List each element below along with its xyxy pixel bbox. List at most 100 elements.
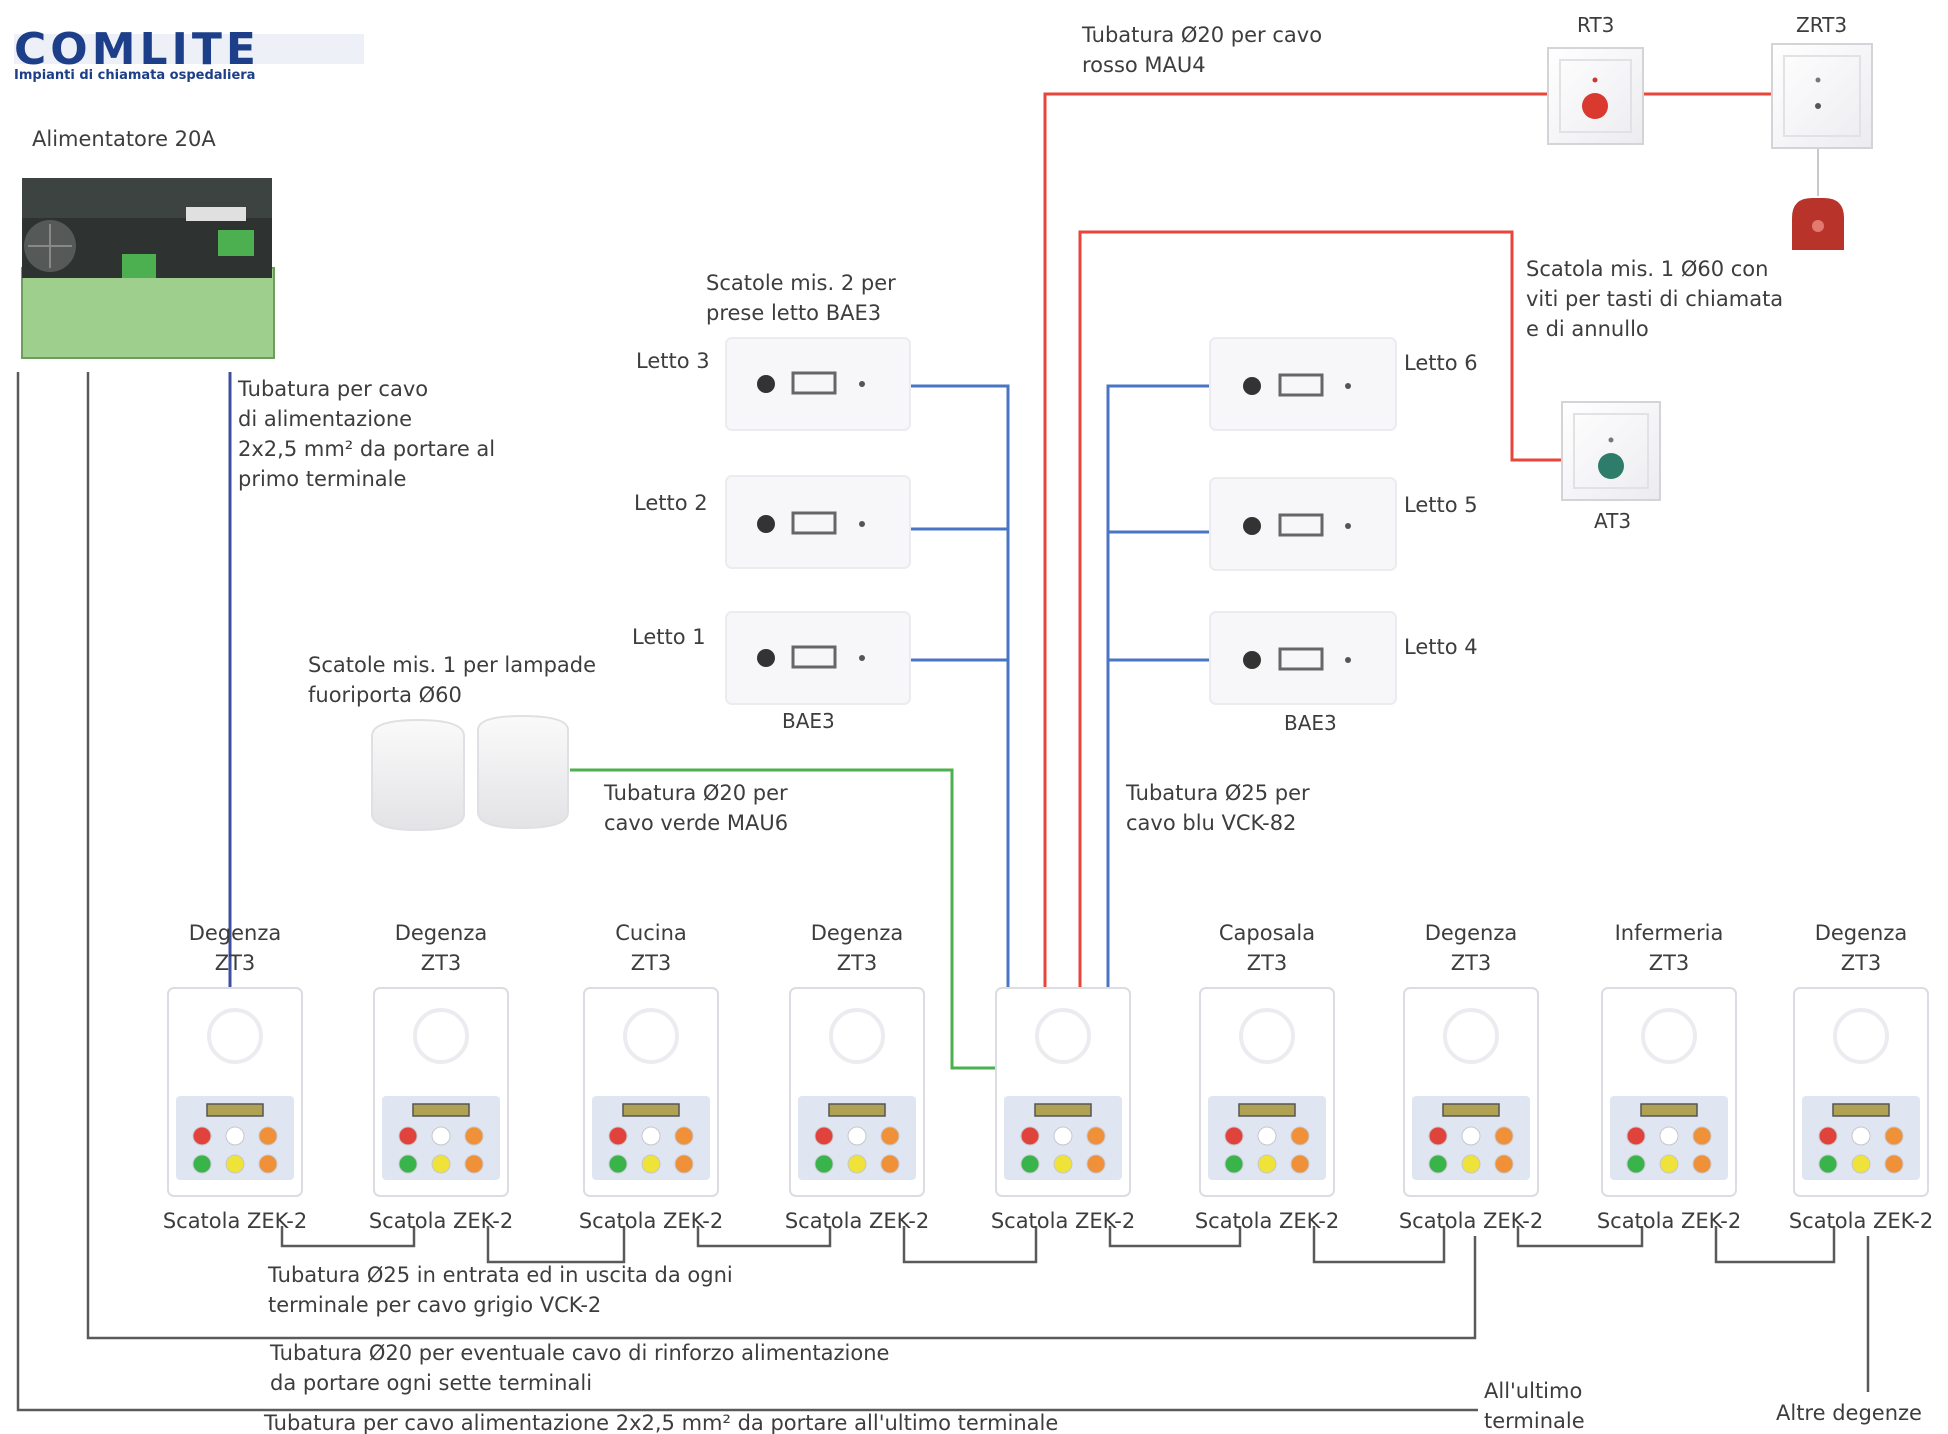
bed-socket-right	[1209, 611, 1397, 705]
power-supply-label: Alimentatore 20A	[32, 127, 216, 151]
terminal-key-button	[1053, 1126, 1073, 1146]
blue-cable-lines-right	[1106, 384, 1210, 988]
bed-label: Letto 3	[636, 349, 710, 373]
zt3-terminal	[583, 987, 719, 1197]
terminal-key-button	[1818, 1126, 1838, 1146]
terminal-key-button	[880, 1154, 900, 1174]
terminal-model-label: ZT3	[1649, 951, 1690, 975]
bus-link	[1108, 1226, 1242, 1248]
terminal-key-button	[847, 1154, 867, 1174]
terminal-room-label: Degenza	[1815, 921, 1908, 945]
bus-link	[696, 1226, 832, 1248]
terminal-key-button	[641, 1126, 661, 1146]
terminal-box-label: Scatola ZEK-2	[785, 1209, 929, 1233]
terminal-box-label: Scatola ZEK-2	[163, 1209, 307, 1233]
terminal-key-button	[1884, 1154, 1904, 1174]
bed-socket-model-left: BAE3	[782, 709, 835, 733]
terminal-key-button	[225, 1126, 245, 1146]
green-cancel-button-icon	[1598, 453, 1624, 479]
terminal-key-button	[1884, 1126, 1904, 1146]
comlite-logo: COMLITE Impianti di chiamata ospedaliera	[14, 24, 364, 83]
terminal-model-label: ZT3	[1841, 951, 1882, 975]
speaker-grille-icon	[1239, 1008, 1295, 1064]
logo-tagline: Impianti di chiamata ospedaliera	[14, 68, 255, 83]
note-last-terminal: All'ultimo terminale	[1484, 1379, 1589, 1433]
bed-label: Letto 1	[632, 625, 706, 649]
terminal-key-button	[1257, 1154, 1277, 1174]
terminal-room-label: Degenza	[1425, 921, 1518, 945]
terminal-box-label: Scatola ZEK-2	[1399, 1209, 1543, 1233]
zt3-terminal	[1601, 987, 1737, 1197]
bed-label: Letto 6	[1404, 351, 1478, 375]
speaker-grille-icon	[413, 1008, 469, 1064]
zrt3-pull-cord-unit	[1771, 43, 1873, 149]
terminal-display	[1442, 1103, 1500, 1117]
bed-socket-left	[725, 475, 911, 569]
terminal-key-button	[608, 1154, 628, 1174]
terminal-room-label: Caposala	[1219, 921, 1315, 945]
bus-link	[1312, 1226, 1446, 1264]
red-call-button-icon	[1582, 93, 1608, 119]
terminal-key-button	[1692, 1154, 1712, 1174]
note-red-pipe: Tubatura Ø20 per cavo rosso MAU4	[1081, 23, 1329, 77]
door-lamp	[477, 714, 569, 830]
terminal-key-button	[1428, 1126, 1448, 1146]
terminal-key-button	[1053, 1154, 1073, 1174]
bus-link	[486, 1226, 626, 1264]
bed-label: Letto 2	[634, 491, 708, 515]
terminal-key-button	[398, 1154, 418, 1174]
terminal-box-label: Scatola ZEK-2	[579, 1209, 723, 1233]
bus-link	[1714, 1226, 1836, 1264]
terminal-bus-links	[280, 1226, 1836, 1264]
terminal-box-label: Scatola ZEK-2	[1789, 1209, 1933, 1233]
note-power-pipe: Tubatura per cavo di alimentazione 2x2,5…	[237, 377, 502, 491]
note-other-rooms: Altre degenze	[1776, 1401, 1922, 1425]
terminal-room-label: Degenza	[811, 921, 904, 945]
terminal-key-button	[192, 1154, 212, 1174]
speaker-grille-icon	[1443, 1008, 1499, 1064]
terminal-key-button	[814, 1126, 834, 1146]
socket-jack-icon	[757, 649, 775, 667]
logo-brand: COMLITE	[14, 24, 260, 75]
terminal-key-button	[608, 1126, 628, 1146]
terminal-key-button	[431, 1154, 451, 1174]
terminal-key-button	[1224, 1126, 1244, 1146]
terminal-room-label: Degenza	[395, 921, 488, 945]
rt3-label: RT3	[1577, 13, 1614, 37]
bed-socket-left	[725, 337, 911, 431]
terminal-box-label: Scatola ZEK-2	[369, 1209, 513, 1233]
zt3-terminal	[1793, 987, 1929, 1197]
socket-jack-icon	[757, 375, 775, 393]
bed-socket-right	[1209, 477, 1397, 571]
terminal-display	[412, 1103, 470, 1117]
terminal-key-button	[1626, 1154, 1646, 1174]
pull-cord-handle	[1792, 198, 1844, 250]
terminal-box-label: Scatola ZEK-2	[1195, 1209, 1339, 1233]
terminal-key-button	[398, 1126, 418, 1146]
terminal-key-button	[1086, 1154, 1106, 1174]
bed-socket-left	[725, 611, 911, 705]
terminal-display	[206, 1103, 264, 1117]
terminal-display	[1832, 1103, 1890, 1117]
socket-jack-icon	[1243, 377, 1261, 395]
bus-link	[280, 1226, 416, 1248]
terminal-key-button	[1626, 1126, 1646, 1146]
socket-jack-icon	[1243, 517, 1261, 535]
terminal-key-button	[1086, 1126, 1106, 1146]
speaker-grille-icon	[623, 1008, 679, 1064]
blue-cable-lines-left	[910, 384, 1010, 988]
bed-socket-right	[1209, 337, 1397, 431]
terminal-display	[1034, 1103, 1092, 1117]
note-call-box: Scatola mis. 1 Ø60 con viti per tasti di…	[1526, 257, 1790, 341]
bus-link	[902, 1226, 1038, 1264]
terminal-key-button	[1020, 1126, 1040, 1146]
terminal-room-label: Degenza	[189, 921, 282, 945]
door-lamp	[371, 718, 465, 832]
terminal-key-button	[1659, 1154, 1679, 1174]
bed-label: Letto 5	[1404, 493, 1478, 517]
terminal-model-label: ZT3	[837, 951, 878, 975]
zrt3-label: ZRT3	[1796, 13, 1847, 37]
terminal-key-button	[641, 1154, 661, 1174]
zt3-terminal	[789, 987, 925, 1197]
at3-cancel-button	[1561, 401, 1661, 501]
